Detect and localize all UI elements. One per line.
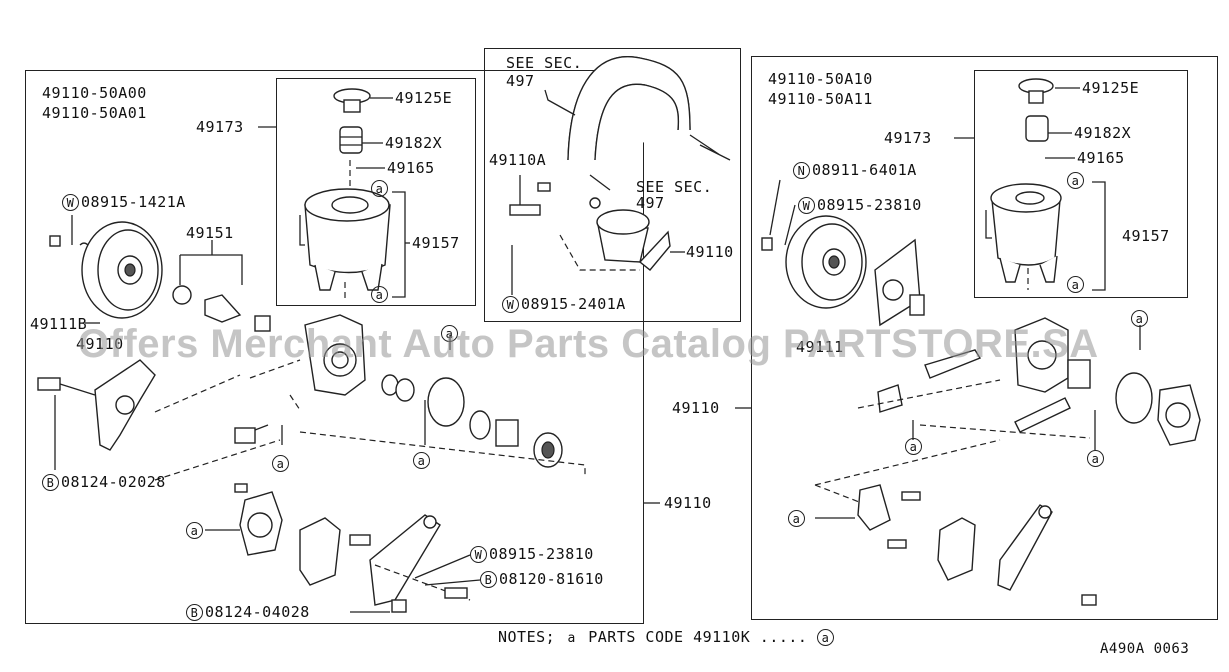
- notes-prefix: NOTES;: [498, 628, 556, 646]
- left-reservoir-frame: [276, 78, 476, 306]
- middle-hoses: [567, 56, 731, 161]
- right-part-no-a: 49110-50A10: [768, 70, 873, 88]
- left-marker-a-1: a: [441, 325, 460, 342]
- right-marker-a-2: a: [905, 438, 924, 455]
- left-marker-a-4: a: [186, 522, 205, 539]
- nut-marker-icon: N: [793, 162, 810, 179]
- right-pump-body-label: 49111: [796, 338, 844, 356]
- right-marker-a-1: a: [1131, 310, 1150, 327]
- left-oring-label: 49165: [387, 159, 435, 177]
- notes-marker: a: [817, 629, 834, 646]
- middle-see-sec-2-no: 497: [636, 194, 665, 212]
- left-pump-body-label: 49110: [76, 335, 124, 353]
- bolt-marker-icon: B: [186, 604, 203, 621]
- right-panel-frame: [751, 56, 1218, 620]
- notes-text: PARTS CODE 49110K .....: [588, 628, 808, 646]
- figure-code: A490A 0063: [1100, 641, 1190, 657]
- right-cap-label: 49125E: [1082, 79, 1140, 97]
- right-reservoir-tank: [985, 183, 1062, 283]
- right-pump-body: [1014, 317, 1069, 393]
- right-reservoir-cap: [1018, 78, 1054, 104]
- right-filter: [1025, 115, 1049, 142]
- left-assy-label: 49110: [664, 494, 712, 512]
- right-part-no-b: 49110-50A11: [768, 90, 873, 108]
- left-reservoir-cap: [333, 88, 371, 113]
- middle-see-sec-2: SEE SEC.: [636, 178, 713, 196]
- left-marker-a-2: a: [272, 455, 291, 472]
- right-filter-label: 49182X: [1074, 124, 1132, 142]
- middle-see-sec-1: SEE SEC.: [506, 54, 583, 72]
- right-reservoir-frame: [974, 70, 1188, 298]
- notes-marker-a-icon: a: [567, 631, 576, 646]
- left-reservoir-label: 49157: [412, 234, 460, 252]
- middle-see-sec-1-no: 497: [506, 72, 535, 90]
- left-filter: [339, 126, 363, 154]
- right-marker-a-bottom: a: [1067, 276, 1086, 293]
- right-marker-a-3: a: [1087, 450, 1106, 467]
- right-marker-a-4: a: [788, 510, 807, 527]
- left-marker-a-3: a: [413, 452, 432, 469]
- watermark: Offers Merchant Auto Parts Catalog PARTS…: [78, 322, 1099, 366]
- middle-bolt-label: 49110A: [489, 151, 547, 169]
- left-pulley-kit-label: 49151: [186, 224, 234, 242]
- right-reservoir-label: 49157: [1122, 227, 1170, 245]
- washer-marker-icon: W: [62, 194, 79, 211]
- left-nut-shape: [49, 235, 61, 247]
- bolt-marker-icon: B: [480, 571, 497, 588]
- notes: NOTES; a PARTS CODE 49110K ..... a: [498, 629, 836, 646]
- left-marker-a-bottom: a: [371, 286, 390, 303]
- left-marker-a-top: a: [371, 180, 390, 197]
- left-reservoir-tank: [299, 188, 391, 291]
- left-pump-body: [304, 314, 366, 396]
- right-pulley: [785, 215, 867, 309]
- left-part-no-b: 49110-50A01: [42, 104, 147, 122]
- left-reservoir-assy-label: 49173: [196, 118, 244, 136]
- right-marker-a-top: a: [1067, 172, 1086, 189]
- washer-marker-icon: W: [798, 197, 815, 214]
- left-nut-label: 49111B: [30, 315, 88, 333]
- right-oring-label: 49165: [1077, 149, 1125, 167]
- right-assy-label: 49110: [672, 399, 720, 417]
- middle-panel-frame: [484, 48, 741, 322]
- left-panel-frame: [25, 70, 644, 624]
- bolt-marker-icon: B: [42, 474, 59, 491]
- right-reservoir-assy-label: 49173: [884, 129, 932, 147]
- washer-marker-icon: W: [502, 296, 519, 313]
- middle-pump-label: 49110: [686, 243, 734, 261]
- left-part-no-a: 49110-50A00: [42, 84, 147, 102]
- left-pulley: [81, 221, 163, 319]
- left-filter-label: 49182X: [385, 134, 443, 152]
- left-cap-label: 49125E: [395, 89, 453, 107]
- washer-marker-icon: W: [470, 546, 487, 563]
